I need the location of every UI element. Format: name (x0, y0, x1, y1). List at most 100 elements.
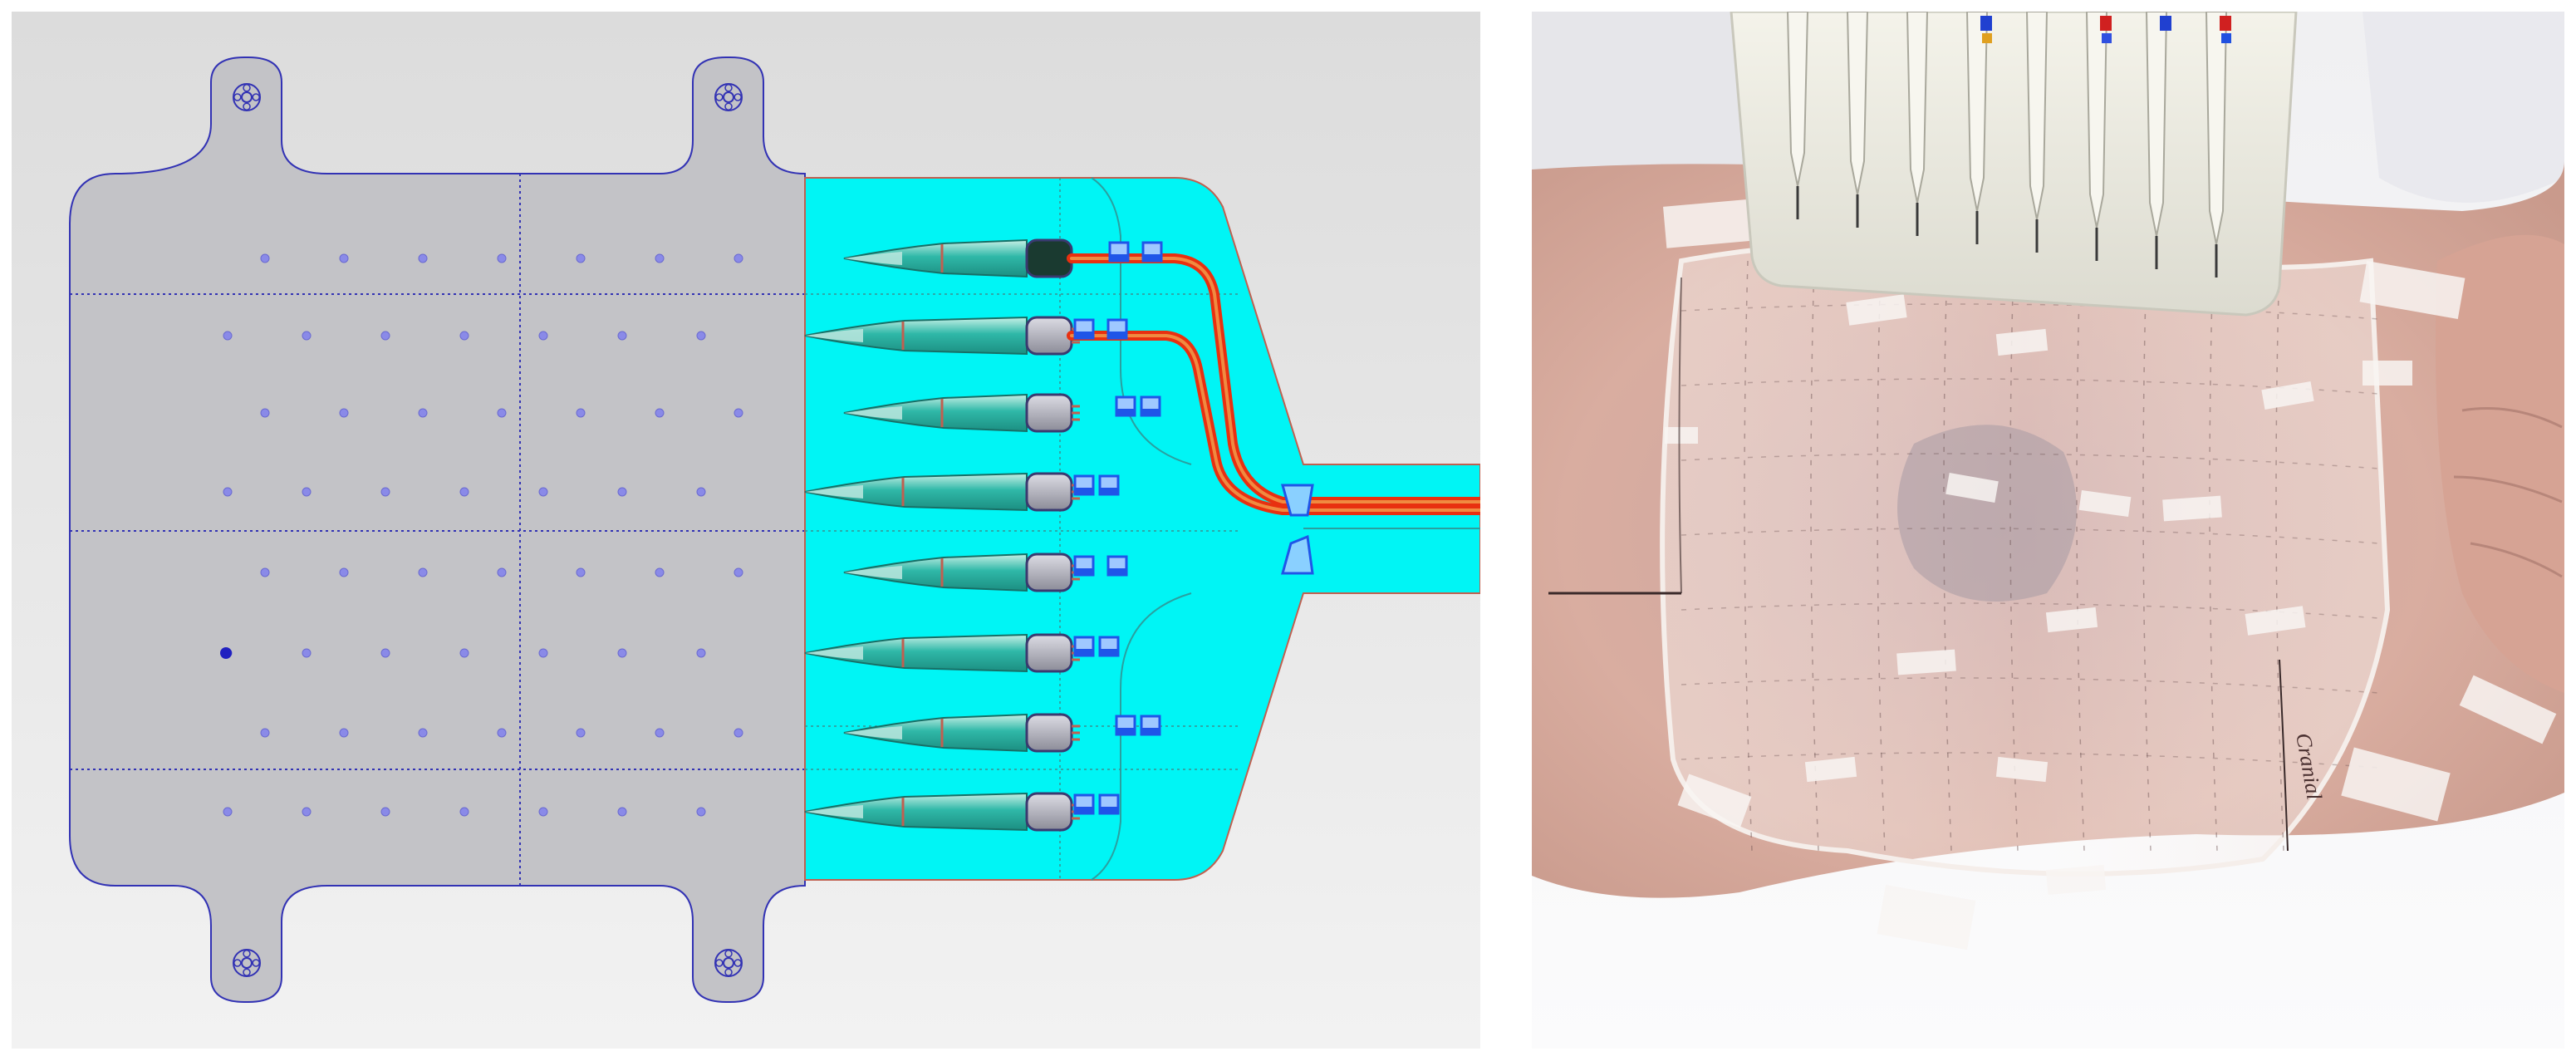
holder-needle (1906, 12, 1929, 236)
film-grid-line (1681, 528, 2380, 544)
electrode-dot-grid (220, 253, 743, 817)
clinical-photo: Cranial (1532, 12, 2564, 1049)
connector-block-base (1108, 332, 1126, 338)
mounting-hole (233, 83, 261, 111)
connector-block-base (1100, 807, 1118, 813)
needle (804, 316, 1080, 356)
holder-needle-sleeve (1965, 12, 1989, 212)
tape-strip (1945, 472, 1999, 503)
needle-tip (805, 646, 863, 660)
holder-needle-sleeve (2205, 12, 2228, 245)
mounting-hole-center (723, 91, 734, 103)
electrode-dot (696, 331, 706, 341)
electrode-dot (734, 408, 743, 418)
mounting-hole-pin (243, 84, 251, 92)
electrode-dot (260, 728, 270, 738)
skin-crease-2 (2453, 475, 2563, 503)
holder-needle (2025, 12, 2049, 253)
valve-bottom (1281, 534, 1314, 575)
holder-needle (1965, 12, 1992, 244)
holder-needle-connector (2221, 33, 2231, 43)
holder-needle-sleeve (2085, 12, 2108, 228)
needle-cap (1025, 792, 1073, 832)
film-grid-line (1681, 453, 2380, 469)
mounting-holes (233, 83, 743, 977)
mounting-hole-pin (243, 102, 251, 111)
mounting-hole-pin (715, 959, 724, 967)
tape-strip (1995, 756, 2049, 783)
needle (843, 553, 1080, 592)
tape-strip (1896, 649, 1956, 675)
mounting-hole-pin (734, 959, 742, 967)
electrode-dot (696, 487, 706, 497)
tape-strip (2078, 489, 2132, 518)
electrode-dot (418, 567, 428, 577)
connector-block-base (1075, 568, 1093, 575)
connector-block-base (1108, 568, 1126, 575)
electrode-dot (576, 253, 586, 263)
mounting-hole-pin (734, 93, 742, 101)
electrode-dot (380, 487, 390, 497)
mounting-hole (233, 949, 261, 977)
electrode-dot (497, 408, 507, 418)
tape-strip (1877, 884, 1976, 950)
electrode-dot (655, 728, 665, 738)
pad-outline (69, 56, 806, 1003)
film-grid-line (1681, 602, 2380, 619)
mounting-hole (714, 83, 743, 111)
needle-cap (1025, 553, 1073, 592)
cad-layout-panel (12, 12, 1480, 1049)
electrode-dot (418, 253, 428, 263)
needle-cap (1025, 238, 1073, 278)
holder-needle (2205, 12, 2231, 278)
gray-pad (69, 56, 806, 1003)
electrode-dot (734, 253, 743, 263)
film-grid-line (1943, 260, 1952, 852)
connector-block-base (1075, 649, 1093, 656)
electrode-dot (380, 807, 390, 817)
electrode-dot (576, 408, 586, 418)
electrode-dot (339, 728, 349, 738)
film-grid-line (1681, 378, 2380, 395)
needle-tip (805, 329, 863, 342)
tape-strips (1663, 178, 2557, 950)
mounting-hole-pin (233, 93, 242, 101)
electrode-dot (655, 567, 665, 577)
mounting-hole-pin (233, 959, 242, 967)
tape-strip (2045, 865, 2107, 895)
needle-cap (1025, 713, 1073, 753)
electrode-dot (339, 253, 349, 263)
tape-strip (2261, 381, 2314, 410)
electrode-dot (617, 331, 627, 341)
manifold-inner-curve-bottom (1091, 592, 1192, 881)
tube-inner (1070, 334, 1480, 512)
tape-strip (1663, 199, 1758, 248)
needle (804, 792, 1080, 832)
electrode-dot (260, 567, 270, 577)
tape-strip (2359, 260, 2466, 320)
electrode-dot (617, 487, 627, 497)
reference-dot (220, 647, 232, 659)
connector-block-base (1116, 728, 1135, 734)
manifold-grid-lines (805, 178, 1241, 880)
connector-block-base (1110, 254, 1128, 261)
clinical-photo-panel: Cranial (1532, 12, 2564, 1049)
wound-area (1897, 425, 2077, 602)
electrode-dot (696, 807, 706, 817)
needle-cap (1025, 633, 1073, 673)
holder-needle (1846, 12, 1869, 228)
tape-strip (1677, 774, 1752, 828)
needle-tip (805, 485, 863, 499)
mounting-hole-pin (252, 959, 260, 967)
valve-top (1281, 484, 1314, 517)
electrode-dot (538, 807, 548, 817)
tape-strip (1804, 756, 1857, 783)
needle-tip (844, 566, 902, 579)
film-grid-line (1681, 752, 2380, 769)
electrode-dot (302, 807, 312, 817)
arm-region (2436, 234, 2564, 693)
pad-grid-lines (70, 174, 805, 886)
needle-cap (1025, 472, 1073, 512)
tape-strip (2045, 607, 2098, 633)
fluid-manifold (804, 177, 1480, 881)
